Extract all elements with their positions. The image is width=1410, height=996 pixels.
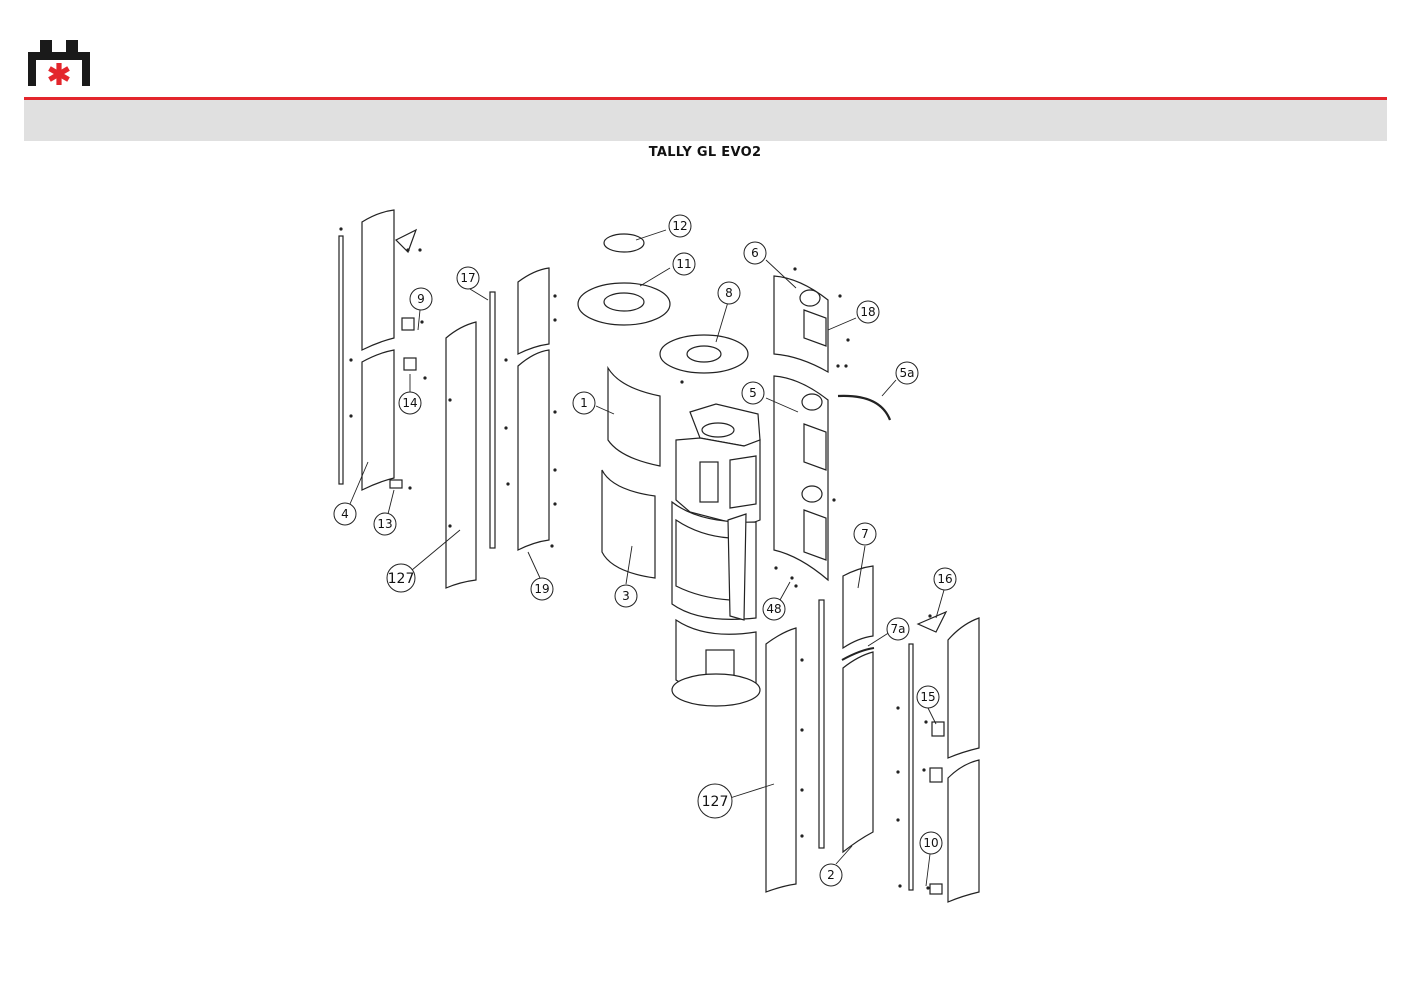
callout-label: 2 bbox=[827, 868, 835, 882]
callout-label: 16 bbox=[937, 572, 952, 586]
callout-label: 7a bbox=[891, 622, 906, 636]
callout-label: 3 bbox=[622, 589, 630, 603]
callout-label: 5 bbox=[749, 386, 757, 400]
callout-label: 1 bbox=[580, 396, 588, 410]
callout-label: 19 bbox=[534, 582, 549, 596]
callout-label: 48 bbox=[766, 602, 781, 616]
right-side-panels bbox=[765, 565, 980, 903]
header-band bbox=[24, 100, 1387, 141]
diagram-title: TALLY GL EVO2 bbox=[648, 145, 762, 160]
callout-label: 127 bbox=[702, 794, 729, 810]
callout-label: 127 bbox=[388, 571, 415, 587]
top-cover-discs bbox=[577, 233, 749, 374]
side-glass-panels bbox=[601, 365, 661, 579]
callout-label: 10 bbox=[923, 836, 938, 850]
brand-logo-icon bbox=[28, 40, 90, 86]
callout-label: 12 bbox=[672, 219, 687, 233]
callout-label: 18 bbox=[860, 305, 875, 319]
callout-label: 5a bbox=[900, 366, 915, 380]
callout-label: 8 bbox=[725, 286, 733, 300]
header-divider bbox=[24, 97, 1387, 100]
callout-label: 9 bbox=[417, 292, 425, 306]
rear-panels bbox=[680, 267, 892, 582]
leader-lines bbox=[349, 229, 945, 887]
callout-label: 4 bbox=[341, 507, 349, 521]
callout-label: 14 bbox=[402, 396, 417, 410]
callout-label: 15 bbox=[920, 690, 935, 704]
left-side-panels bbox=[338, 209, 557, 589]
callout-label: 11 bbox=[676, 257, 691, 271]
stove-body bbox=[671, 403, 761, 707]
callout-label: 17 bbox=[460, 271, 475, 285]
callout-label: 13 bbox=[377, 517, 392, 531]
callout-label: 6 bbox=[751, 246, 759, 260]
callout-label: 7 bbox=[861, 527, 869, 541]
callout-markers bbox=[333, 214, 957, 887]
